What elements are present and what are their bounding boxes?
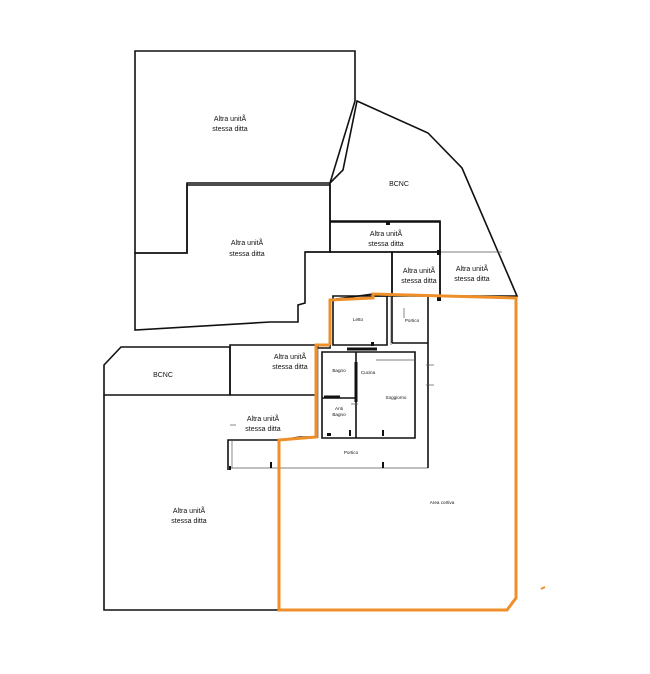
tick-6 <box>270 462 272 468</box>
tick-7 <box>382 462 384 468</box>
tick-1 <box>386 221 390 225</box>
label-altra-1-line1: Altra unitÃ <box>214 114 247 123</box>
label-altra-7-line2: stessa ditta <box>245 426 281 433</box>
label-altra-2-line2: stessa ditta <box>229 251 265 258</box>
tick-3 <box>437 296 441 301</box>
tick-8 <box>229 466 231 470</box>
tick-5 <box>382 430 384 436</box>
label-bcnc-left: BCNC <box>153 372 173 379</box>
tick-10 <box>371 342 374 346</box>
label-bagno: Bagno <box>332 368 346 373</box>
label-altra-8-line2: stessa ditta <box>171 518 207 525</box>
property-boundary <box>277 292 518 612</box>
label-altra-4-line1: Altra unitÃ <box>403 266 436 275</box>
bcnc-left-outline <box>103 346 231 396</box>
label-soggiorno: Soggiorno <box>386 395 407 400</box>
building-walls <box>103 50 519 611</box>
label-altra-4-line2: stessa ditta <box>401 278 437 285</box>
orange-mark <box>540 586 546 590</box>
label-altra-6-line2: stessa ditta <box>272 364 308 371</box>
label-altra-6-line1: Altra unitÃ <box>274 352 307 361</box>
tick-4 <box>349 430 351 436</box>
neighbour-labels: Altra unitÃ stessa ditta BCNC Altra unit… <box>153 114 490 525</box>
label-altra-2-line1: Altra unitÃ <box>231 238 264 247</box>
letto-outline <box>332 295 388 346</box>
label-altra-5-line2: stessa ditta <box>454 276 490 283</box>
fixture-ticks <box>229 221 546 590</box>
tick-9 <box>327 433 331 436</box>
label-altra-7-line1: Altra unitÃ <box>247 414 280 423</box>
label-bcnc-top: BCNC <box>389 181 409 188</box>
label-altra-8-line1: Altra unitÃ <box>173 506 206 515</box>
label-altra-5-line1: Altra unitÃ <box>456 264 489 273</box>
tick-2 <box>437 250 441 255</box>
label-area-cortiva: Area cortiva <box>430 500 455 505</box>
unit-labels: Letto Portico Bagno Cucina Soggiorno Ant… <box>332 317 454 505</box>
label-portico-bottom: Portico <box>344 450 359 455</box>
label-anti-line1: Anti <box>335 406 343 411</box>
label-letto: Letto <box>353 317 364 322</box>
label-altra-3-line2: stessa ditta <box>368 241 404 248</box>
label-portico-top: Portico <box>405 318 420 323</box>
altra-unit-8-outline <box>103 395 278 611</box>
label-altra-3-line1: Altra unitÃ <box>370 229 403 238</box>
unit-walls <box>317 295 416 439</box>
label-cucina: Cucina <box>361 370 376 375</box>
altra-unit-1-outline <box>134 50 356 254</box>
bcnc-top-outline <box>329 99 519 297</box>
apartment-outline <box>321 351 416 439</box>
label-altra-1-line2: stessa ditta <box>212 126 248 133</box>
label-anti-line2: Bagno <box>332 412 346 417</box>
